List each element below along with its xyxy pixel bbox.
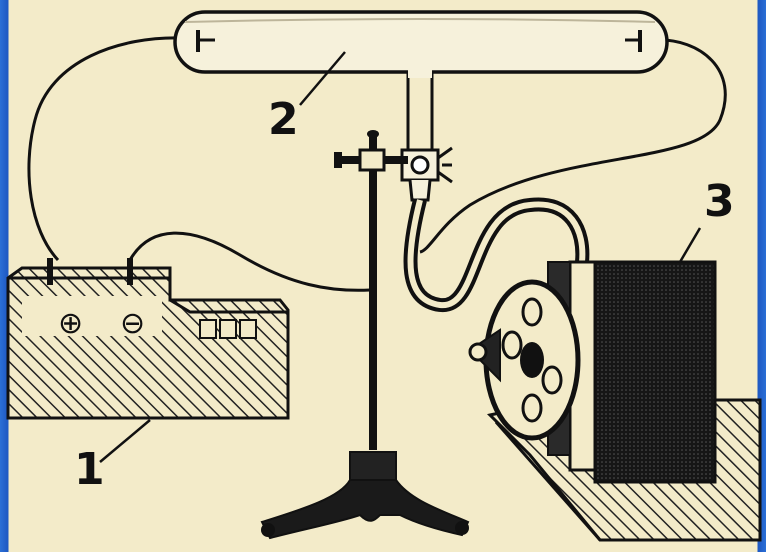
positive-sign: ⊕ [58, 306, 83, 341]
vacuum-pump [470, 228, 760, 540]
discharge-tube [175, 12, 667, 150]
negative-sign: ⊖ [120, 306, 145, 341]
lab-stand [261, 130, 469, 538]
wire-left [29, 38, 183, 260]
stopcock [402, 148, 452, 200]
battery-leader-line [100, 420, 150, 462]
battery: ⊕ ⊖ [8, 258, 288, 462]
label-pump: 3 [704, 180, 735, 224]
pump-leader-line [680, 228, 700, 262]
label-tube: 2 [268, 98, 299, 142]
label-battery: 1 [74, 448, 105, 492]
